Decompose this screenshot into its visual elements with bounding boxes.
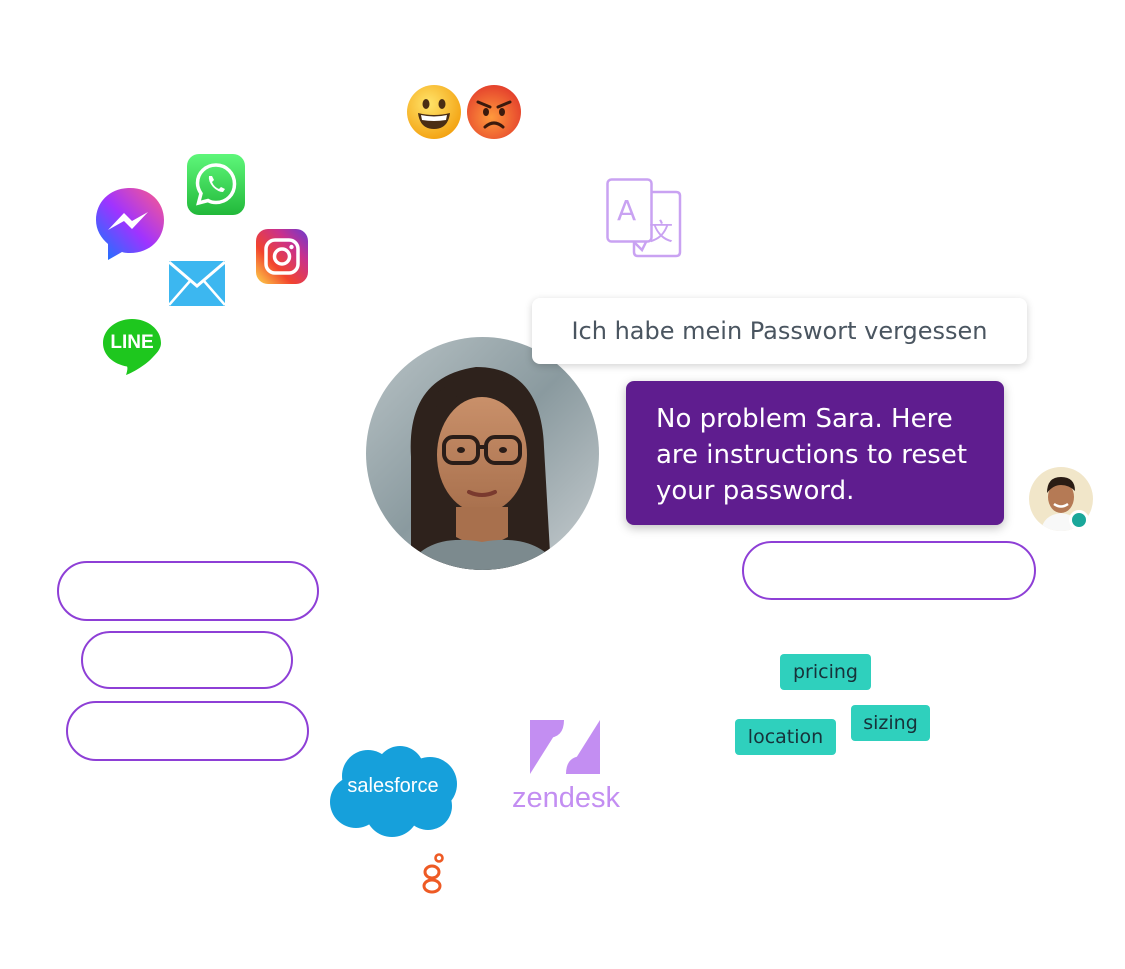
topic-tag-location: location bbox=[735, 719, 836, 755]
salesforce-wordmark: salesforce bbox=[347, 775, 439, 797]
translate-latin-glyph: A bbox=[617, 194, 637, 227]
topic-tag-sizing: sizing bbox=[851, 705, 930, 741]
empty-message-pill bbox=[57, 561, 319, 621]
user-message-bubble: Ich habe mein Passwort vergessen bbox=[532, 298, 1027, 364]
smile-emoji-icon bbox=[406, 84, 462, 140]
whatsapp-icon bbox=[187, 154, 245, 215]
online-status-dot bbox=[1069, 510, 1089, 530]
empty-message-pill bbox=[66, 701, 309, 761]
topic-tag-pricing: pricing bbox=[780, 654, 871, 690]
angry-emoji-icon bbox=[466, 84, 522, 140]
translate-kanji-glyph: 文 bbox=[649, 218, 673, 246]
messenger-icon bbox=[94, 186, 166, 262]
agent-reply-bubble: No problem Sara. Here are instructions t… bbox=[626, 381, 1004, 525]
email-icon bbox=[168, 260, 226, 306]
genesys-logo bbox=[420, 853, 446, 895]
zendesk-logo: zendesk bbox=[500, 718, 632, 818]
line-icon: LINE bbox=[102, 317, 162, 377]
instagram-icon bbox=[256, 229, 308, 284]
line-label: LINE bbox=[110, 332, 154, 353]
salesforce-logo: salesforce bbox=[328, 744, 458, 838]
translate-icon: A 文 bbox=[606, 178, 682, 258]
zendesk-wordmark: zendesk bbox=[511, 782, 620, 814]
empty-message-pill bbox=[81, 631, 293, 689]
customer-avatar bbox=[366, 337, 599, 570]
empty-message-pill bbox=[742, 541, 1036, 600]
